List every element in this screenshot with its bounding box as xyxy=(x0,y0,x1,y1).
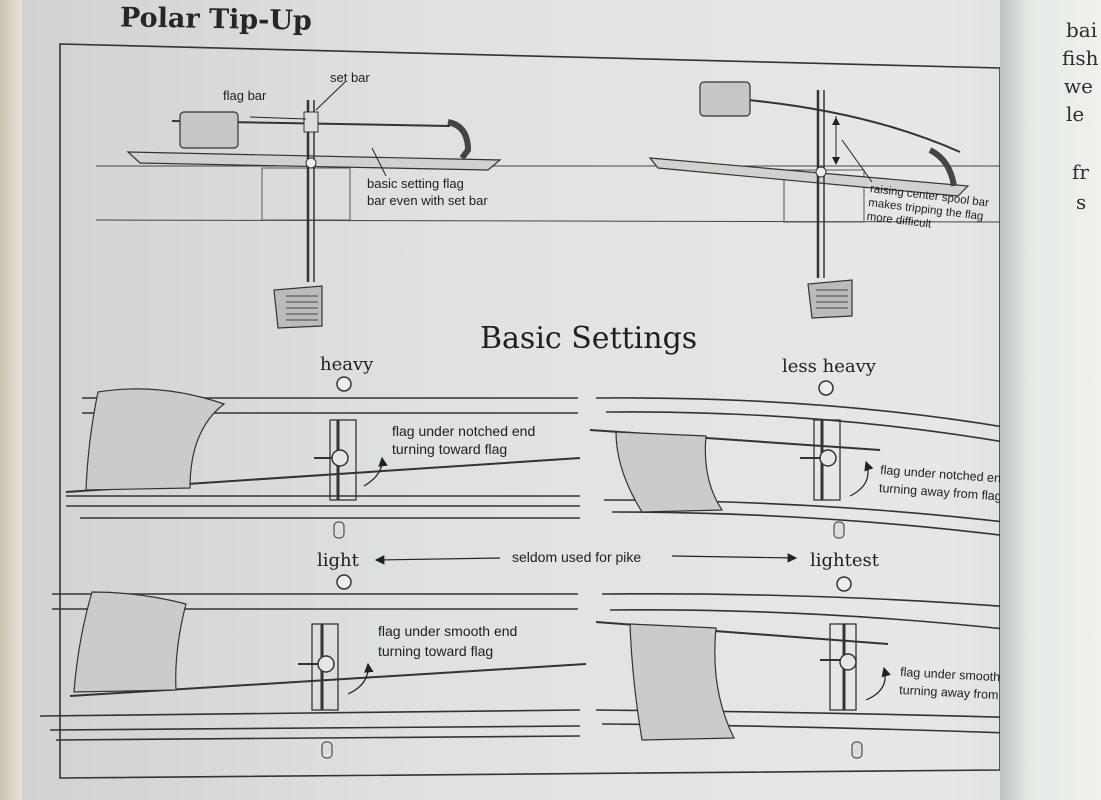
seldom-note: seldom used for pike xyxy=(512,549,641,565)
heavy-line1: flag under notched end xyxy=(392,423,535,439)
lightest-title: lightest xyxy=(810,550,880,571)
spool-icon-raised xyxy=(807,279,853,319)
spool-icon xyxy=(273,285,323,329)
less-heavy-line2: turning away from flag xyxy=(879,481,1003,504)
heavy-line2: turning toward flag xyxy=(392,441,507,457)
flag-icon xyxy=(615,431,724,513)
lightest-line1: flag under smooth end xyxy=(900,665,1025,685)
seldom-row: seldom used for pike xyxy=(374,549,798,565)
right-page-fragment: le xyxy=(1066,102,1085,126)
setting-light: light flag under smooth end turning towa… xyxy=(39,550,587,759)
flag-icon xyxy=(179,111,239,149)
basic-note-line2: bar even with set bar xyxy=(367,193,488,208)
flag-bar-label: flag bar xyxy=(223,88,267,103)
flag-icon-raised xyxy=(699,81,751,117)
setting-heavy: heavy flag under notched end turning tow… xyxy=(65,354,581,539)
right-page-fragment: bai xyxy=(1066,18,1098,42)
right-page-fragment: s xyxy=(1076,190,1087,214)
light-title: light xyxy=(317,550,360,571)
tipup-raised-diagram: raising center spool bar makes tripping … xyxy=(648,81,990,319)
tipup-basic-diagram: flag bar set bar basic setting flag bar … xyxy=(95,70,1001,329)
flag-icon xyxy=(629,623,735,741)
setting-less-heavy: less heavy flag under notched end turnin… xyxy=(589,356,1025,539)
right-page: bai fish we le fr s xyxy=(1000,0,1101,800)
basic-note-line1: basic setting flag xyxy=(367,176,464,191)
heavy-title: heavy xyxy=(320,354,374,375)
set-bar-label: set bar xyxy=(330,70,370,85)
light-line1: flag under smooth end xyxy=(378,623,517,639)
right-page-fragment: we xyxy=(1064,74,1093,98)
less-heavy-title: less heavy xyxy=(782,356,877,377)
section-title: Basic Settings xyxy=(480,321,697,356)
right-page-fragment: fish xyxy=(1062,46,1099,70)
right-page-fragment: fr xyxy=(1072,160,1089,184)
flag-icon xyxy=(85,388,226,491)
flag-icon xyxy=(73,591,187,693)
lightest-line2: turning away from flag xyxy=(899,683,1023,703)
light-line2: turning toward flag xyxy=(378,643,493,659)
setting-lightest: lightest flag under smooth end turning a… xyxy=(595,550,1037,759)
page-edge xyxy=(0,0,22,800)
